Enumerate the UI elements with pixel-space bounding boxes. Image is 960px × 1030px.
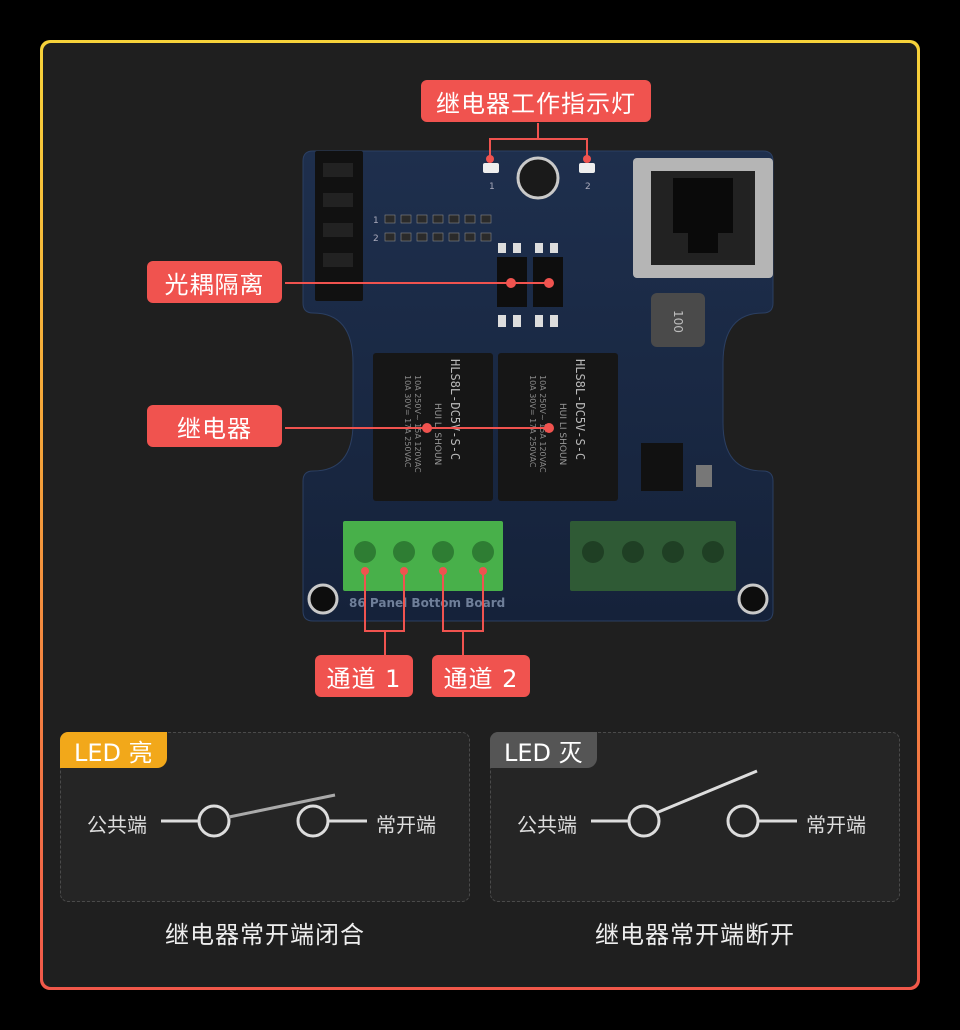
svg-text:HUI LI SHOUN: HUI LI SHOUN [557, 403, 567, 465]
terminal-block-inactive [570, 521, 736, 591]
led-on-tag: LED 亮 [60, 732, 167, 768]
svg-text:HUI LI SHOUN: HUI LI SHOUN [432, 403, 442, 465]
relay-board-illustration: 1 2 1 2 100 [285, 123, 774, 659]
closed-switch-icon [161, 793, 367, 838]
board-silkscreen: 86 Panel Bottom Board [349, 596, 505, 610]
svg-text:10A 30V= 17A 250VAC: 10A 30V= 17A 250VAC [403, 375, 412, 468]
pin-label-2: 2 [373, 234, 379, 244]
led-off-tag: LED 灭 [490, 732, 597, 768]
svg-text:HLS8L-DC5V-S-C: HLS8L-DC5V-S-C [448, 359, 462, 460]
callout-indicator-led: 继电器工作指示灯 [421, 80, 651, 122]
open-switch-icon [591, 769, 797, 838]
relay-2: HLS8L-DC5V-S-C HUI LI SHOUN 10A 250V~ 15… [498, 353, 618, 501]
led-number-1: 1 [489, 182, 495, 192]
callout-relay: 继电器 [147, 405, 282, 447]
pin-label-1: 1 [373, 216, 379, 226]
caption-closed: 继电器常开端闭合 [165, 921, 365, 949]
panel-led-off: LED 灭 公共端 常开端 [490, 732, 900, 902]
normally-open-label: 常开端 [806, 813, 866, 837]
figure-frame: 1 2 1 2 100 [40, 40, 920, 990]
inductor [651, 293, 705, 347]
callout-optocoupler: 光耦隔离 [147, 261, 282, 303]
common-terminal-label: 公共端 [87, 813, 147, 837]
common-terminal-label: 公共端 [517, 813, 577, 837]
led-2 [579, 163, 595, 173]
svg-text:10A 250V~ 15A 120VAC: 10A 250V~ 15A 120VAC [413, 375, 422, 473]
figure-content: 1 2 1 2 100 [43, 43, 917, 987]
mount-hole [516, 156, 560, 200]
callout-channel-2: 通道 2 [432, 655, 530, 697]
callout-channel-1: 通道 1 [315, 655, 413, 697]
caption-open: 继电器常开端断开 [595, 921, 795, 949]
led-number-2: 2 [585, 182, 591, 192]
inductor-label: 100 [671, 310, 685, 333]
svg-text:10A 30V= 17A 250VAC: 10A 30V= 17A 250VAC [528, 375, 537, 468]
svg-text:HLS8L-DC5V-S-C: HLS8L-DC5V-S-C [573, 359, 587, 460]
led-1 [483, 163, 499, 173]
terminal-block-active [343, 521, 503, 591]
normally-open-label: 常开端 [376, 813, 436, 837]
svg-text:10A 250V~ 15A 120VAC: 10A 250V~ 15A 120VAC [538, 375, 547, 473]
panel-led-on: LED 亮 公共端 常开端 [60, 732, 470, 902]
